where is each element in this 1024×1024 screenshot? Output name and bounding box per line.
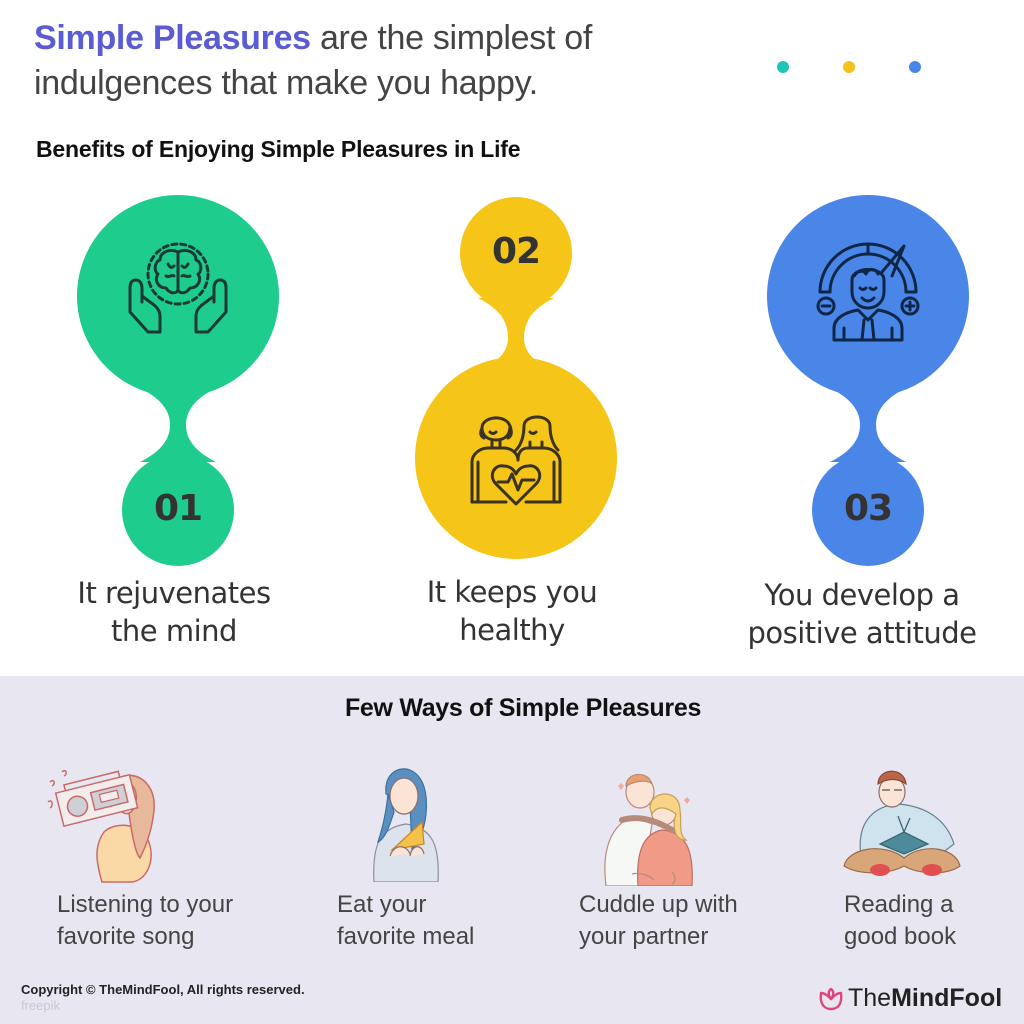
intro-line1: are the simplest of: [310, 19, 593, 57]
benefit-number-03: 03: [843, 488, 893, 529]
benefit-label-01-line2: the mind: [111, 614, 237, 648]
brain-in-hands-icon: [128, 242, 228, 334]
benefit-blob-03: [767, 195, 969, 566]
benefit-label-02: It keeps you healthy: [362, 573, 662, 649]
way-label-01: Listening to your favorite song: [57, 889, 233, 953]
benefit-label-02-line1: It keeps you: [426, 575, 598, 609]
image-credit: freepik: [21, 998, 61, 1013]
way-label-02-line2: favorite meal: [337, 923, 475, 950]
benefit-blobs: [77, 195, 969, 566]
way-label-01-line1: Listening to your: [57, 891, 234, 918]
man-reading-book-illustration: [843, 770, 961, 876]
ways-panel: [0, 676, 1024, 1024]
lotus-icon: [819, 987, 843, 1010]
woman-with-boombox-illustration: [47, 769, 155, 883]
benefit-label-02-line2: healthy: [459, 613, 565, 647]
intro-text: Simple Pleasures are the simplest of ind…: [34, 16, 694, 106]
benefit-label-03-line2: positive attitude: [747, 616, 977, 650]
way-label-03-line2: your partner: [579, 923, 709, 950]
positive-attitude-meter-icon: [816, 242, 920, 342]
decor-dot-yellow: [843, 61, 855, 73]
intro-highlight: Simple Pleasures: [34, 19, 311, 57]
benefit-blob-02: [415, 197, 617, 559]
way-label-03-line1: Cuddle up with: [579, 891, 738, 918]
benefits-heading: Benefits of Enjoying Simple Pleasures in…: [36, 136, 521, 162]
couple-cuddling-illustration: [604, 773, 693, 886]
benefit-label-03-line1: You develop a: [764, 578, 960, 612]
decor-dot-teal: [777, 61, 789, 73]
benefit-label-03: You develop a positive attitude: [712, 576, 1012, 652]
way-label-04-line2: good book: [844, 923, 957, 950]
brand-bold: MindFool: [891, 984, 1003, 1012]
brand-prefix: The: [848, 984, 892, 1012]
ways-heading: Few Ways of Simple Pleasures: [344, 694, 702, 722]
way-label-04: Reading a good book: [844, 889, 956, 953]
benefit-number-02: 02: [491, 231, 541, 272]
couple-heart-icon: [470, 415, 562, 506]
woman-eating-pizza-illustration: [373, 768, 439, 882]
benefit-blob-01: [77, 195, 279, 566]
way-label-02-line1: Eat your: [337, 891, 427, 918]
way-label-01-line2: favorite song: [57, 923, 195, 950]
way-label-02: Eat your favorite meal: [337, 889, 474, 953]
way-label-03: Cuddle up with your partner: [579, 889, 738, 953]
way-label-04-line1: Reading a: [844, 891, 954, 918]
copyright-text: Copyright © TheMindFool, All rights rese…: [21, 982, 305, 997]
benefit-label-01: It rejuvenates the mind: [24, 574, 324, 650]
benefit-label-01-line1: It rejuvenates: [77, 576, 271, 610]
intro-line2: indulgences that make you happy.: [34, 64, 538, 102]
decor-dot-blue: [909, 61, 921, 73]
benefit-number-01: 01: [153, 488, 203, 529]
